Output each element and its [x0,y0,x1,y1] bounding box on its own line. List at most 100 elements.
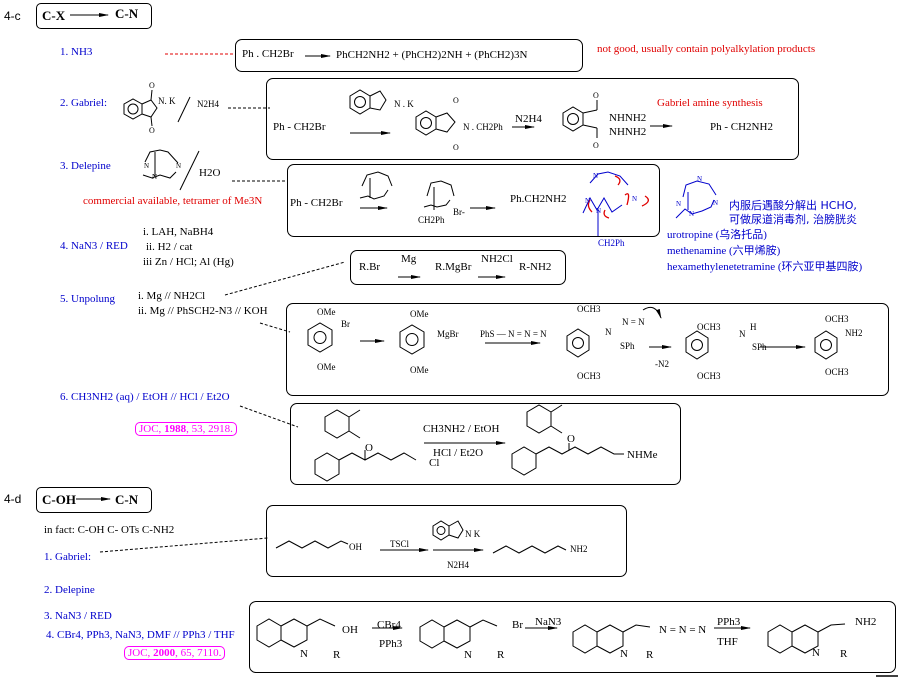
d-gabriel-box: OH TSCl N K N2H4 NH2 [266,505,627,577]
gabriel-reagent-label: N . K [394,99,414,109]
mech-ch2ph: CH2Ph [598,238,625,248]
d-cbr4-box: OH N R CBr4 PPh3 Br N R NaN3 N = N = N N… [249,601,896,673]
hexylamine-chain-icon [492,545,567,554]
quinoline-bromide-icon [419,619,498,649]
grignard-r2: R.MgBr [435,261,472,273]
delepine-product: Ph.CH2NH2 [510,193,567,205]
n-benzylphthalimide-icon [415,110,456,136]
d-s1-r: R [333,649,341,661]
s2-bottom: OMe [410,365,429,375]
d-s1-n: N [300,648,308,660]
s3-bottom: OCH3 [577,371,601,381]
gabriel-reactant: Ph - CH2Br [273,121,326,133]
sulfenamide-icon [685,330,709,360]
s3-top: OCH3 [577,304,601,314]
s4-n: N [739,329,746,339]
svg-text:O: O [149,81,155,90]
s4-sph: SPh [752,342,767,352]
chloride-substrate-icon [314,409,417,482]
method-delepine: 3. Delepine [60,160,111,172]
svg-text:N: N [689,210,694,218]
d-nh2: NH2 [570,544,588,554]
s3-n: N [605,327,612,337]
s1-top: OMe [317,307,336,317]
d-s3-n: N [620,648,628,660]
svg-text:O: O [453,143,459,152]
svg-text:N: N [176,162,181,170]
grignard-reagent2: NH2Cl [481,253,513,265]
grignard-reagent1: Mg [401,253,417,265]
delepine-mechanism-icon [582,171,629,236]
triazene-intermediate-icon [566,328,590,358]
m6-o2: O [567,433,575,445]
s5-top: OCH3 [825,314,849,324]
grignard-scheme-box: R.Br Mg R.MgBr NH2Cl R-NH2 [350,250,566,285]
svg-text:N: N [713,199,718,207]
s4-h: H [750,322,757,332]
section-title-4d: C-OH C-N [36,487,152,513]
d-s2-r: R [497,649,505,661]
d-s1-oh: OH [342,624,358,636]
d-s2-br: Br [512,619,523,631]
connector-unpolung-1 [224,261,346,296]
hydrazide-1: NHNH2 [609,112,647,124]
svg-text:N: N [144,162,149,170]
nh3-products: PhCH2NH2 + (PhCH2)2NH + (PhCH2)3N [336,49,528,61]
gabriel-n2h4: N2H4 [515,113,542,125]
aryl-grignard-icon [399,324,425,355]
nan3-step-1: i. LAH, NaBH4 [143,226,214,238]
svg-text:N: N [152,173,157,181]
cite-year: 1988 [164,423,187,435]
gabriel-note: Gabriel amine synthesis [657,97,763,109]
section-id-4d: 4-d [4,492,22,506]
quinoline-amine-icon [767,623,846,654]
title-from: C-X [42,8,66,23]
s2-reagent: PhS — N = N = N [480,329,547,339]
d-s3-r: R [646,649,654,661]
gabriel-product: Ph - CH2NH2 [710,121,773,133]
d-s3-azide: N = N = N [659,624,707,636]
s5-bottom: OCH3 [825,367,849,377]
gabriel-scheme-box: Ph - CH2Br N . K N . CH2Ph N2H4 NHNH2 NH… [266,78,799,160]
s4-bottom: OCH3 [697,371,721,381]
grignard-product: R-NH2 [519,261,552,273]
gabriel-nk: N. K [158,96,176,106]
m6-scheme-box: CH3NH2 / EtOH HCl / Et2O O Cl O NHMe [290,403,681,485]
method-nh3: 1. NH3 [60,46,93,58]
grignard-r1: R.Br [359,261,381,273]
method-gabriel: 2. Gabriel: [60,97,108,109]
urotropine-note-1: 内服后遇酸分解出 HCHO, [729,199,857,212]
cite-journal: JOC, [139,423,165,435]
citation-joc-2000[interactable]: JOC, 2000, 65, 7110. [124,646,226,660]
urotropine-name-1: urotropine (乌洛托品) [667,229,767,241]
delepine-counterion: Br- [453,207,465,217]
gabriel-intermediate: N . CH2Ph [463,122,503,132]
delepine-scheme-box: Ph - CH2Br Br- CH2Ph Ph.CH2NH2 [287,164,660,237]
d-thf: THF [717,636,738,648]
d-method-nan3: 3. NaN3 / RED [44,610,112,622]
citation-joc-1988[interactable]: JOC, 1988, 53, 2918. [135,422,237,436]
hexamine-icon [142,149,179,179]
svg-text:N: N [596,207,601,215]
title-to: C-N [115,6,139,21]
urotropine-icon [675,180,717,219]
urotropine-note-2: 可做尿道消毒剂, 治膀胱炎 [729,213,857,226]
m6-nhme: NHMe [627,449,658,461]
nh3-reactant: Ph . CH2Br [242,48,294,60]
title-from-d: C-OH [42,492,76,507]
d-tscl: TSCl [390,539,410,549]
connector-d-gabriel [99,537,269,553]
connector-unpolung-2 [259,322,291,333]
cite-rest: , 65, 7110. [175,647,222,659]
d-method-delepine: 2. Delepine [44,584,95,596]
svg-text:O: O [593,141,599,150]
s1-side: Br [341,319,350,329]
hexamine-reagent-icon [359,171,393,200]
gabriel-n2h4: N2H4 [197,99,219,109]
phthalimide-small-icon [432,520,464,541]
m6-reagent-top: CH3NH2 / EtOH [423,423,500,435]
cite-year: 2000 [153,647,176,659]
d-s2-n: N [464,649,472,661]
s1-bottom: OMe [317,362,336,372]
svg-text:O: O [149,126,155,135]
